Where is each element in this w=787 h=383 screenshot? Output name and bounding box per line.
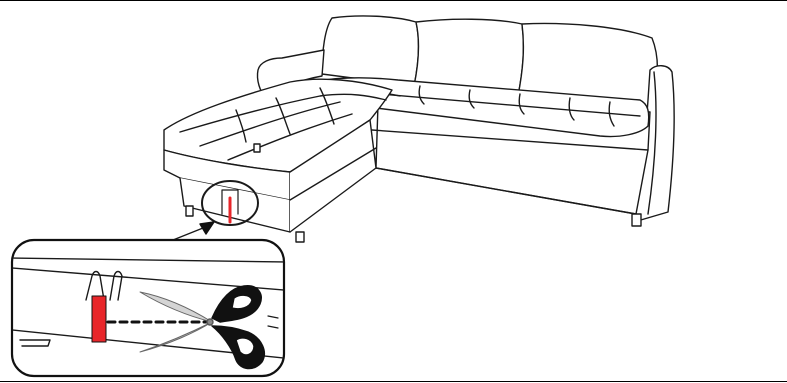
red-strap [92, 296, 106, 342]
leg-front-left [186, 206, 193, 216]
back-cushion-left [322, 16, 418, 86]
leg-front-mid [296, 232, 304, 242]
sofa [164, 16, 674, 242]
leg-right [632, 214, 641, 226]
detail-callout [12, 240, 284, 376]
leg-back-left [254, 144, 260, 152]
pointer-arrow-icon [200, 222, 214, 234]
